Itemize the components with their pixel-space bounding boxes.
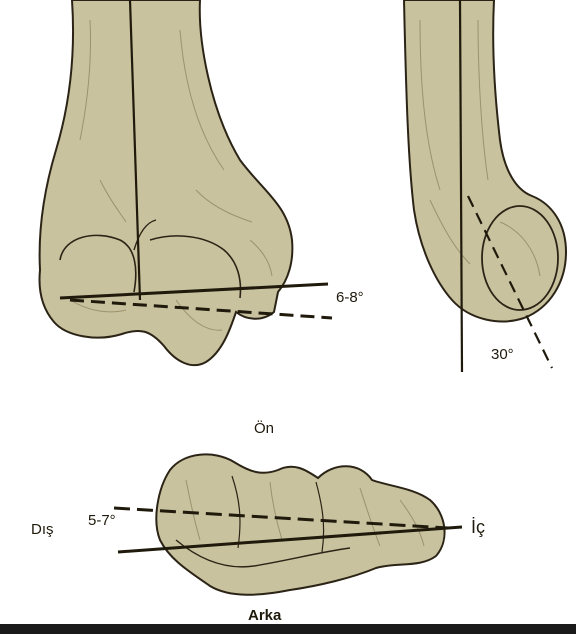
label-medial-side: İç [471,518,485,536]
label-lateral-side: Dış [31,522,54,537]
label-front: Ön [254,421,274,436]
angle-label-lateral-view: 30° [491,347,514,362]
femur-lateral-condyle [482,206,558,310]
angle-label-condyles: 5-7° [88,513,116,528]
femur-lateral-view [404,0,566,372]
bottom-frame-bar [0,624,576,634]
femur-axial-view [114,454,462,594]
angle-label-distal-femur: 6-8° [336,290,364,305]
label-back: Arka [248,608,281,623]
femur-anterior-view [40,0,332,365]
femur-anterior-bone [40,0,293,365]
